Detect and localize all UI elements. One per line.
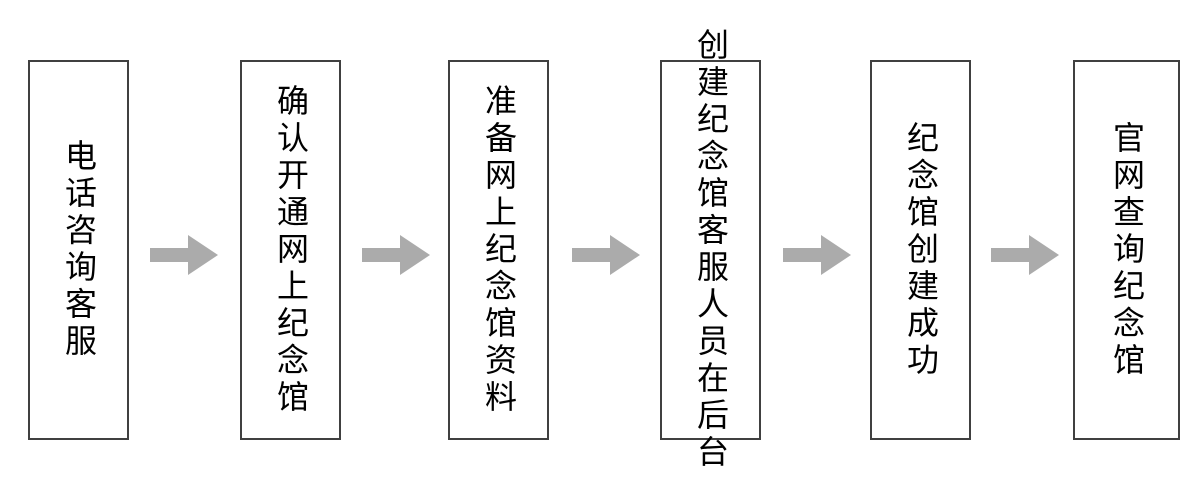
process-box-1[interactable]: 电话咨询客服 bbox=[28, 60, 129, 440]
process-box-2-label: 确认开通网上纪念馆 bbox=[272, 83, 311, 417]
process-box-4-label-column-1: 客服人员在后台 bbox=[692, 213, 731, 472]
connector-arrow-4 bbox=[783, 233, 851, 277]
process-box-2[interactable]: 确认开通网上纪念馆 bbox=[240, 60, 341, 440]
process-box-5-label: 纪念馆创建成功 bbox=[902, 120, 941, 380]
connector-arrow-1 bbox=[150, 233, 218, 277]
process-box-3[interactable]: 准备网上纪念馆资料 bbox=[448, 60, 549, 440]
process-box-5[interactable]: 纪念馆创建成功 bbox=[870, 60, 971, 440]
process-box-4-label-column-2: 创建纪念馆 bbox=[692, 28, 731, 213]
process-box-4[interactable]: 创建纪念馆 客服人员在后台 bbox=[660, 28, 761, 472]
connector-arrow-2 bbox=[362, 233, 430, 277]
connector-arrow-3 bbox=[572, 233, 640, 277]
process-box-4-label: 创建纪念馆 客服人员在后台 bbox=[692, 28, 731, 472]
connector-arrow-5 bbox=[991, 233, 1059, 277]
process-box-3-label: 准备网上纪念馆资料 bbox=[480, 83, 519, 417]
process-box-6-label: 官网查询纪念馆 bbox=[1108, 120, 1147, 380]
process-box-6[interactable]: 官网查询纪念馆 bbox=[1073, 60, 1180, 440]
process-box-1-label: 电话咨询客服 bbox=[60, 139, 99, 361]
